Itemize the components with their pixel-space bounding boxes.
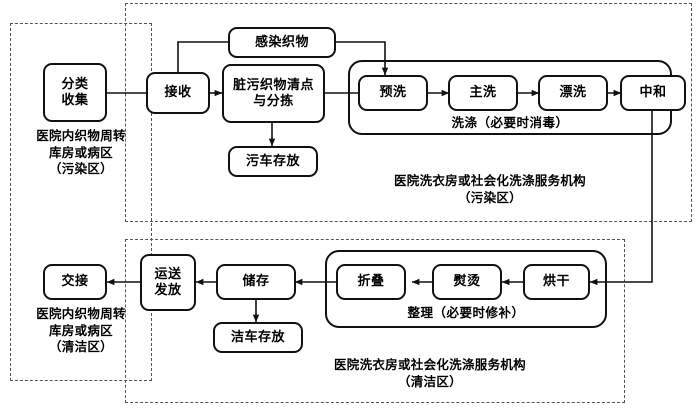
group-finishing <box>325 250 607 328</box>
node-iron[interactable]: 熨烫 <box>432 264 502 300</box>
node-sort-collect[interactable]: 分类 收集 <box>43 63 107 122</box>
node-neutralize[interactable]: 中和 <box>620 75 686 111</box>
node-fold[interactable]: 折叠 <box>336 264 406 300</box>
node-transport-issue[interactable]: 运送 发放 <box>140 254 196 311</box>
node-dirty-count-sort[interactable]: 脏污织物清点 与分拣 <box>222 64 325 123</box>
node-clean-cart-storage[interactable]: 洁车存放 <box>213 322 303 353</box>
node-infected-textiles[interactable]: 感染织物 <box>228 27 336 58</box>
node-dirty-cart-storage[interactable]: 污车存放 <box>228 146 318 177</box>
group-finishing-caption: 整理（必要时修补） <box>407 305 525 320</box>
group-wash-caption: 洗涤（必要时消毒） <box>451 115 569 130</box>
zone-caption-laundry-contaminated: 医院洗衣房或社会化洗涤服务机构 （污染区） <box>393 173 586 205</box>
zone-caption-laundry-clean: 医院洗衣房或社会化洗涤服务机构 （清洁区） <box>333 357 526 389</box>
zone-laundry-contaminated <box>125 3 692 222</box>
zone-caption-hospital-contaminated: 医院内织物周转 库房或病区 （污染区） <box>36 128 126 176</box>
node-rinse[interactable]: 漂洗 <box>538 75 608 111</box>
zone-caption-hospital-clean: 医院内织物周转 库房或病区 （清洁区） <box>36 306 126 354</box>
node-mainwash[interactable]: 主洗 <box>448 75 518 111</box>
node-dry[interactable]: 烘干 <box>523 264 590 300</box>
zone-laundry-clean <box>125 239 625 403</box>
node-handover[interactable]: 交接 <box>43 264 107 300</box>
node-store[interactable]: 储存 <box>216 264 296 300</box>
zone-hospital-contaminated-clean-column <box>10 23 152 381</box>
node-prewash[interactable]: 预洗 <box>358 75 428 111</box>
node-receive[interactable]: 接收 <box>146 72 210 114</box>
